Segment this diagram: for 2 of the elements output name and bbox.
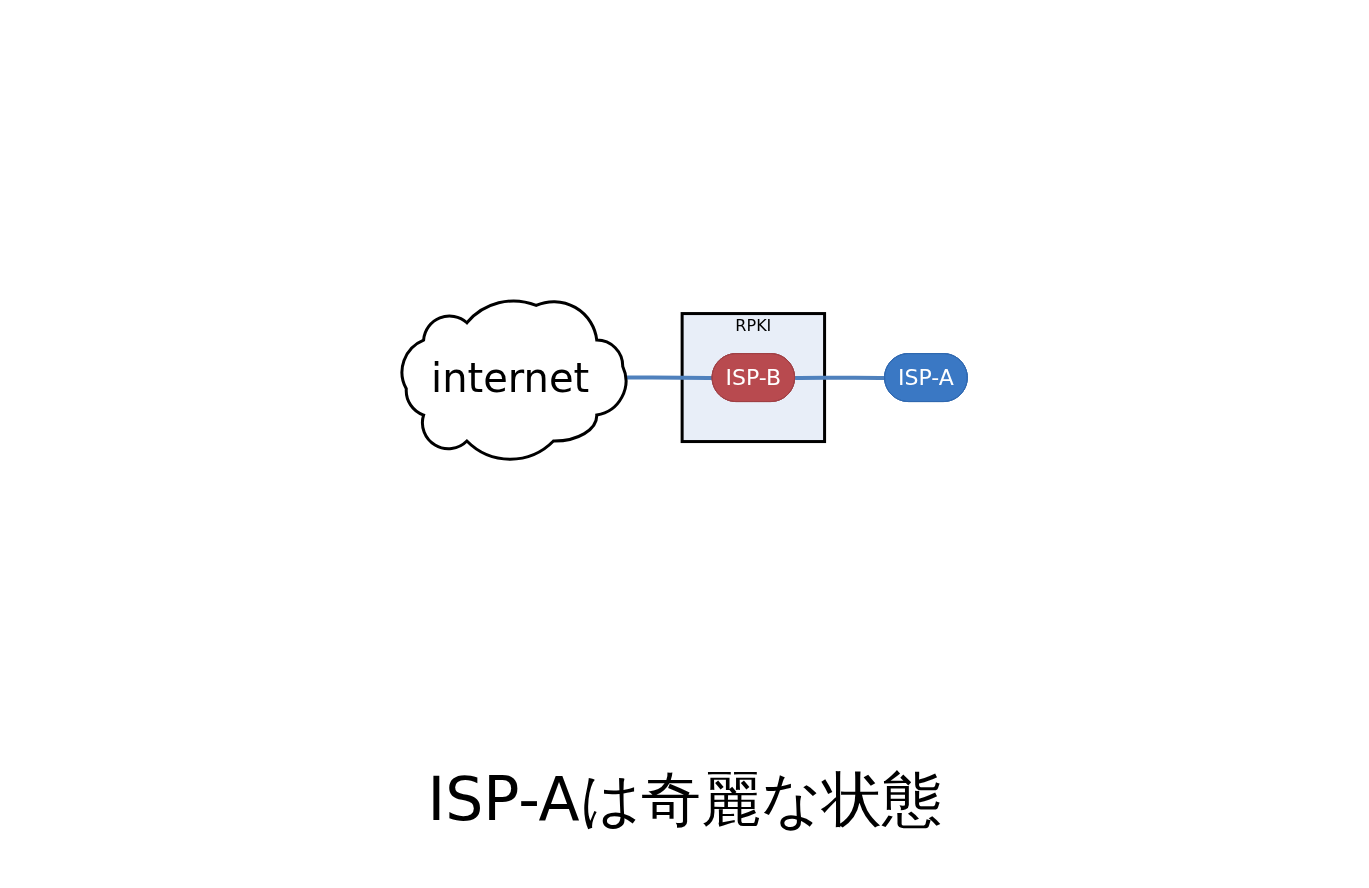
connector: [794, 375, 885, 380]
note-text: ISP-Aは奇麗な状態: [427, 763, 942, 836]
